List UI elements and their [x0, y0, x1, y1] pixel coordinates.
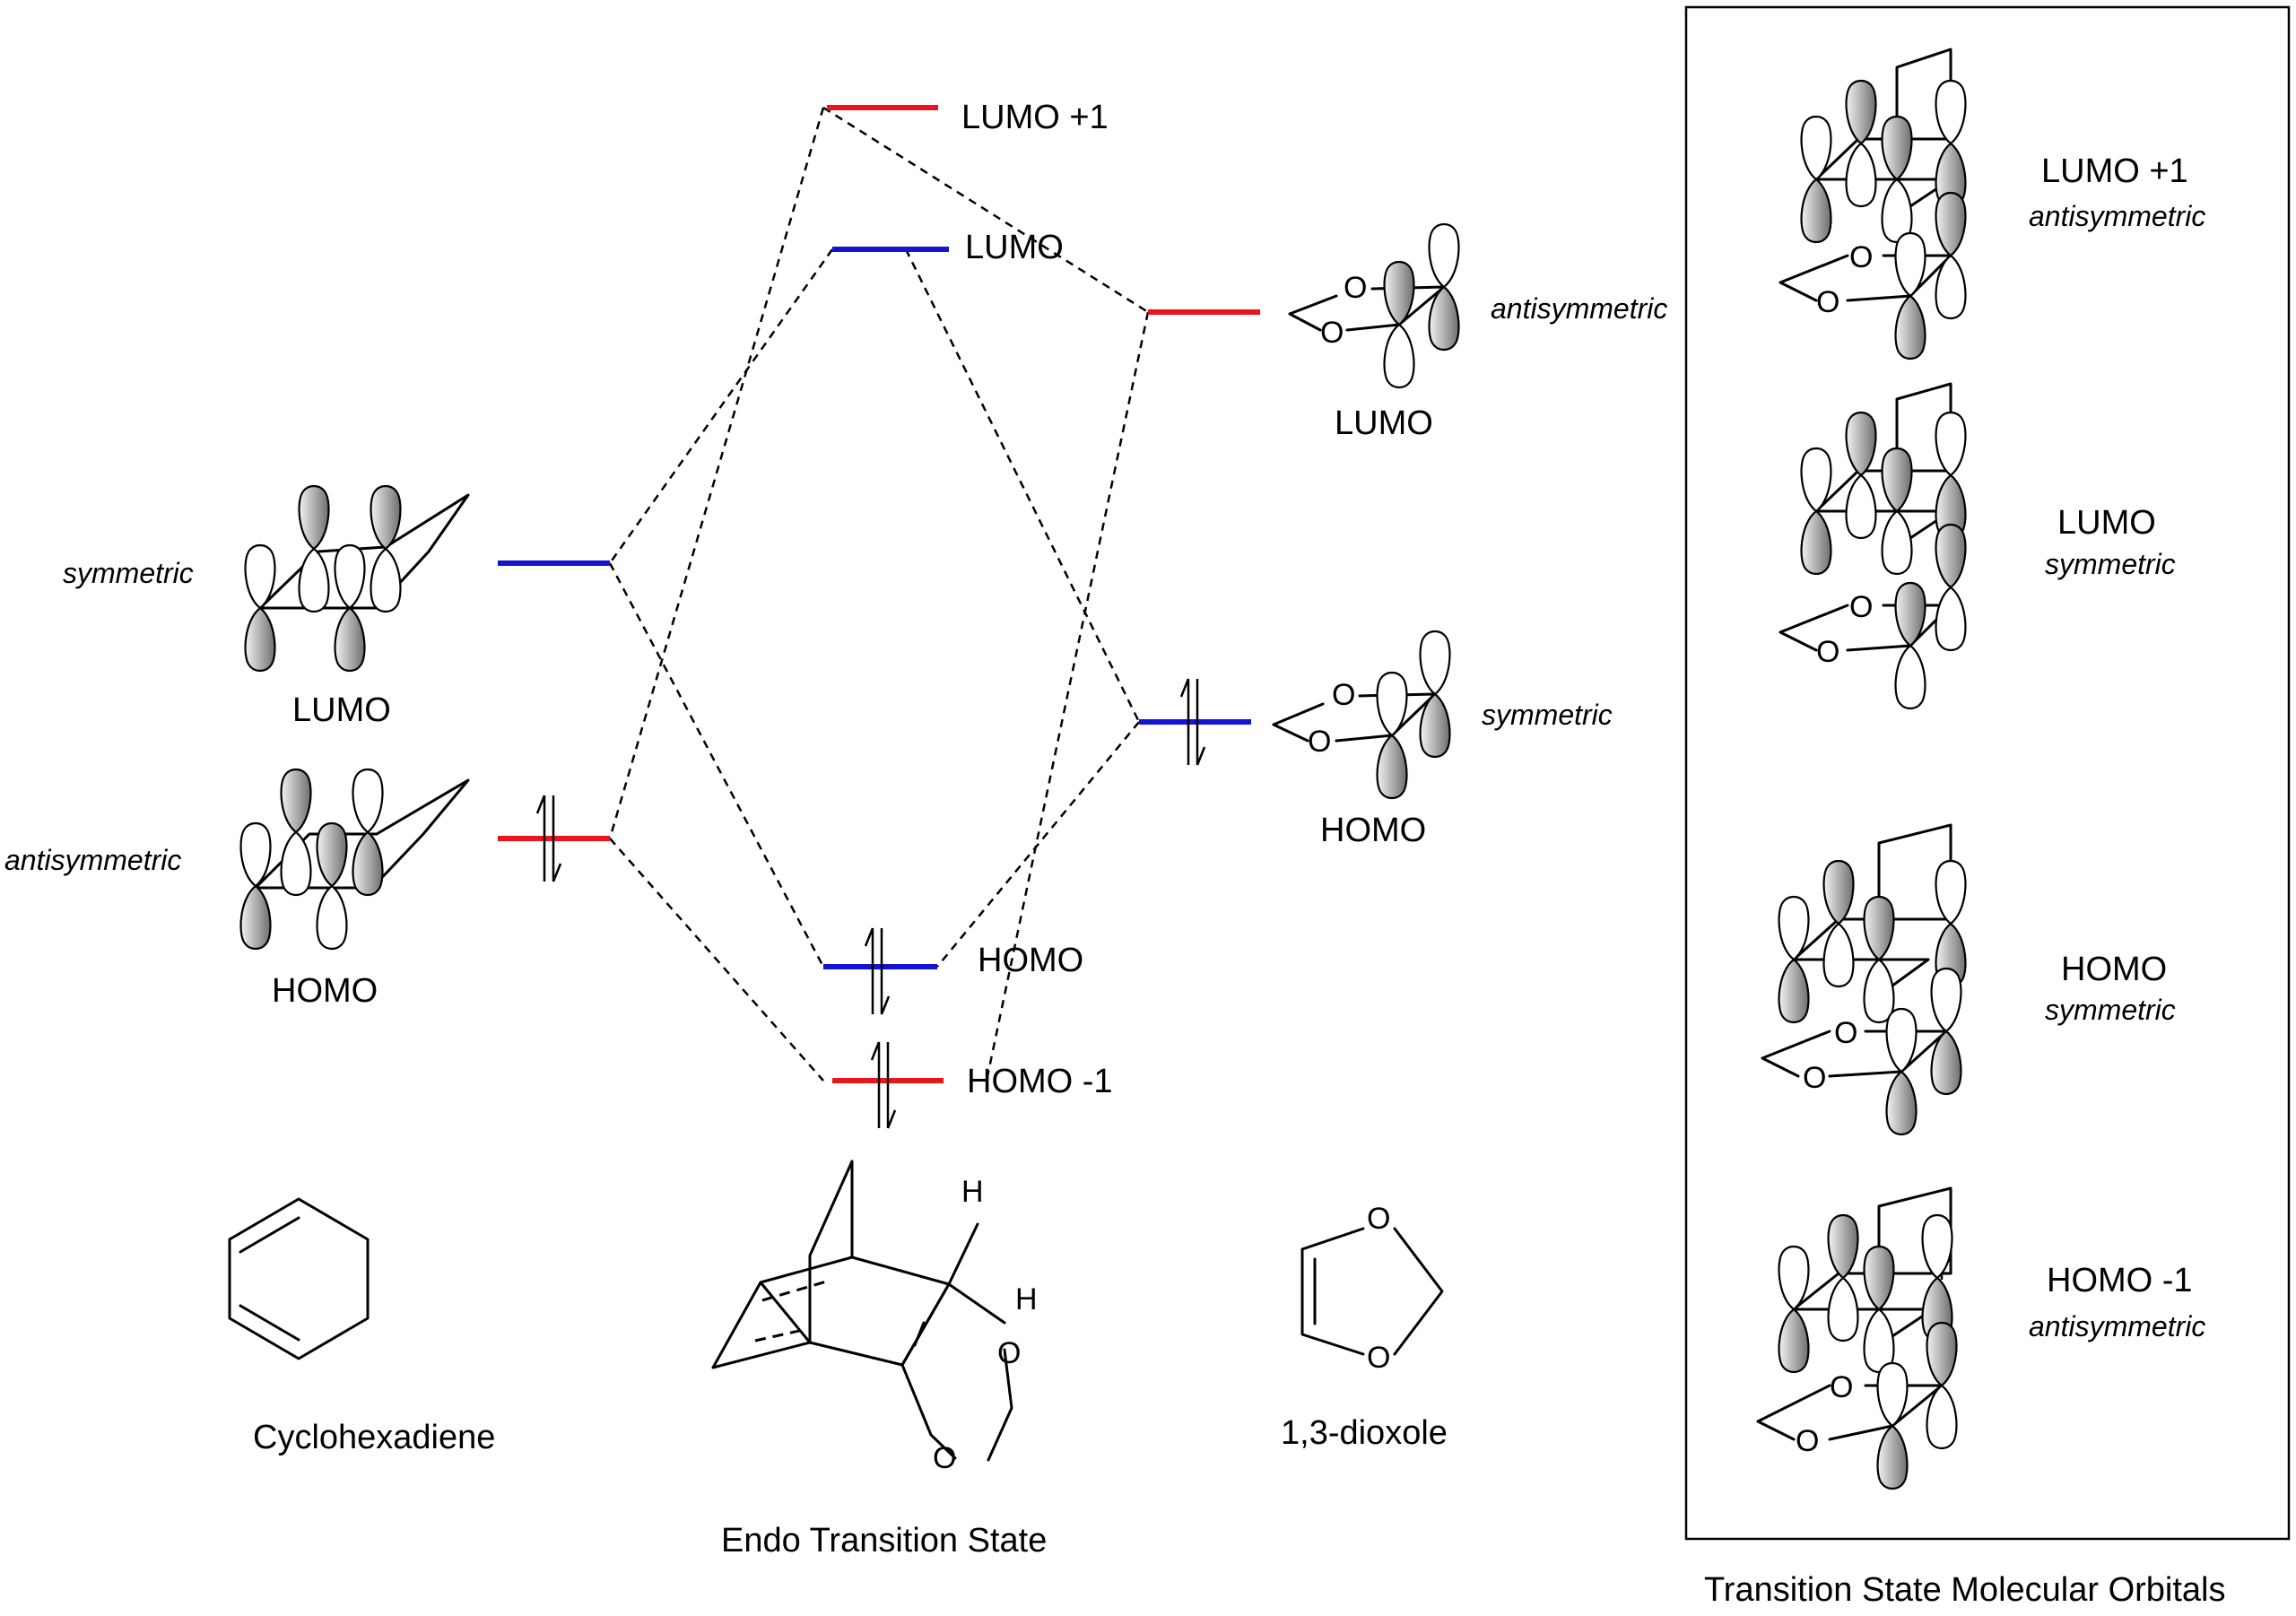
- dienophile-homo-symmetry: symmetric: [1482, 699, 1613, 731]
- ts-orbital-homo: [1761, 823, 1967, 1136]
- correlation-lines: [608, 106, 1150, 1082]
- dienophile-lumo-o2: O: [1320, 316, 1344, 350]
- electron-pair-icon: [870, 1040, 897, 1130]
- diene-lumo-orbital: [244, 484, 470, 673]
- ts-orbitals-panel: [1684, 5, 2291, 1541]
- dienophile-homo-o2: O: [1308, 725, 1331, 759]
- label-lumo: LUMO: [965, 229, 1064, 266]
- panel-3-symmetry: symmetric: [2045, 994, 2176, 1026]
- panel-4-o1: O: [1830, 1370, 1853, 1404]
- ts-orbital-lumo: [1779, 382, 1967, 710]
- panel-2-o2: O: [1816, 635, 1839, 669]
- ts-o1: O: [997, 1336, 1021, 1370]
- panel-2-o1: O: [1849, 590, 1873, 624]
- endo-ts-label: Endo Transition State: [721, 1522, 1047, 1560]
- dienophile-lumo-label: LUMO: [1335, 404, 1433, 442]
- dioxole-o1: O: [1367, 1202, 1390, 1236]
- panel-1-label: LUMO +1: [2041, 152, 2188, 190]
- cyclohexadiene-structure: [228, 1197, 370, 1360]
- electron-pair-icon: [864, 926, 891, 1016]
- panel-1-o1: O: [1849, 240, 1873, 274]
- dioxole-structure: [1300, 1227, 1444, 1356]
- dienophile-lumo-orbital: [1288, 222, 1460, 389]
- dienophile-homo-o1: O: [1332, 678, 1355, 712]
- panel-1-o2: O: [1816, 285, 1839, 319]
- ts-h2: H: [1015, 1282, 1038, 1316]
- diene-homo-orbital: [239, 768, 470, 951]
- ts-orbital-lumo-plus1: [1779, 48, 1967, 361]
- ts-o2: O: [933, 1441, 956, 1475]
- dioxole-o2: O: [1367, 1341, 1390, 1375]
- label-homo: HOMO: [978, 942, 1083, 979]
- panel-4-symmetry: antisymmetric: [2029, 1310, 2205, 1342]
- ts-orbitals-panel-title: Transition State Molecular Orbitals: [1704, 1571, 2226, 1609]
- energy-levels: [498, 105, 1260, 1083]
- endo-ts-structure: [711, 1160, 1013, 1462]
- diene-homo-label: HOMO: [272, 972, 378, 1010]
- cyclohexadiene-label: Cyclohexadiene: [253, 1419, 495, 1456]
- panel-2-label: LUMO: [2057, 504, 2156, 542]
- ts-h1: H: [961, 1175, 984, 1209]
- panel-3-o1: O: [1834, 1016, 1857, 1050]
- panel-1-symmetry: antisymmetric: [2029, 200, 2205, 232]
- panel-3-label: HOMO: [2061, 951, 2167, 988]
- dienophile-lumo-o1: O: [1344, 271, 1367, 305]
- ts-orbital-homo-minus1: [1756, 1186, 1958, 1490]
- panel-2-symmetry: symmetric: [2045, 548, 2176, 580]
- label-lumo-plus1: LUMO +1: [961, 99, 1109, 136]
- diene-homo-symmetry: antisymmetric: [4, 844, 181, 876]
- panel-3-o2: O: [1803, 1061, 1826, 1095]
- panel-4-label: HOMO -1: [2047, 1262, 2193, 1299]
- dioxole-label: 1,3-dioxole: [1281, 1414, 1448, 1452]
- panel-4-o2: O: [1796, 1424, 1819, 1458]
- dienophile-homo-label: HOMO: [1320, 812, 1426, 849]
- diene-lumo-label: LUMO: [292, 691, 391, 729]
- label-homo-minus1: HOMO -1: [967, 1063, 1113, 1100]
- dienophile-lumo-symmetry: antisymmetric: [1491, 292, 1667, 325]
- diene-lumo-symmetry: symmetric: [63, 557, 194, 589]
- dienophile-homo-orbital: [1272, 630, 1451, 800]
